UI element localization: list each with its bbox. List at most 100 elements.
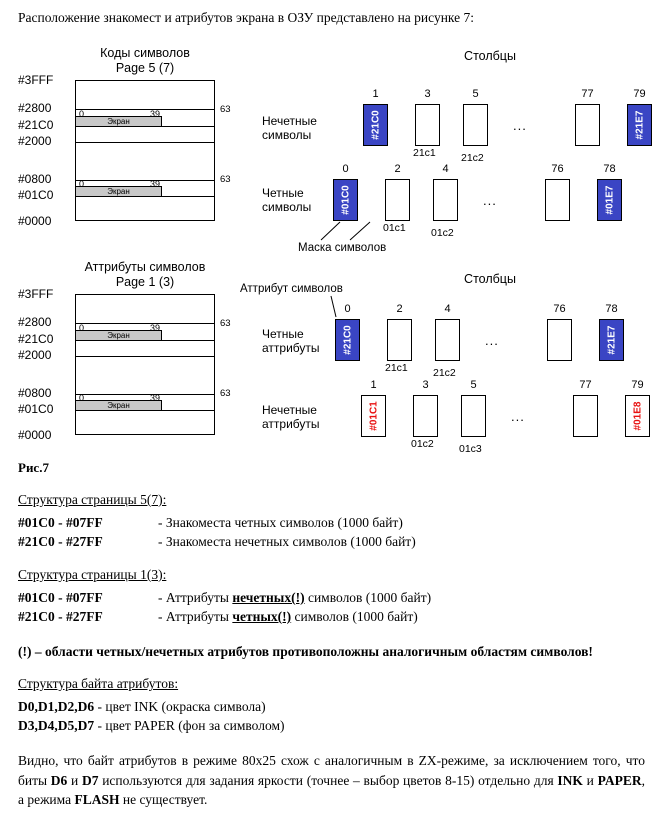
column-number: 5 bbox=[472, 88, 479, 100]
cell-address: #21E7 bbox=[634, 110, 645, 140]
column-number: 79 bbox=[631, 379, 644, 391]
address-range-row: #21C0 - #27FF - Знакоместа нечетных симв… bbox=[18, 532, 645, 551]
memmap-address: #21C0 bbox=[18, 332, 54, 346]
column-number: 78 bbox=[605, 303, 618, 315]
screen-region-bar: Экран bbox=[75, 330, 162, 341]
figure-caption: Рис.7 bbox=[18, 460, 49, 475]
column-number: 5 bbox=[470, 379, 477, 391]
columns-row-odd-symbols: 1 3 5 77 79 #21C0 ... #21E7 21c1 21c2 bbox=[363, 88, 655, 168]
memmap-divider bbox=[76, 394, 214, 395]
column-cell bbox=[413, 395, 438, 437]
screen-region-bar: Экран bbox=[75, 186, 162, 197]
warning-note: (!) – области четных/нечетных атрибутов … bbox=[18, 644, 593, 659]
attr-pointer-label: Аттрибут символов bbox=[240, 283, 343, 295]
column-cell bbox=[385, 179, 410, 221]
column-cell-addressed: #21C0 bbox=[335, 319, 360, 361]
columns-row-odd-attrs: 1 3 5 77 79 #01C1 ... #01E8 01c2 01c3 bbox=[361, 379, 653, 459]
address-range-desc: - Аттрибуты четных(!) символов (1000 бай… bbox=[158, 609, 418, 624]
cell-address-label: 21c2 bbox=[433, 367, 456, 379]
cell-address: #01C1 bbox=[368, 401, 379, 431]
memmap-address: #21C0 bbox=[18, 118, 54, 132]
column-cell-addressed: #21E7 bbox=[627, 104, 652, 146]
column-cell bbox=[435, 319, 460, 361]
cell-address: #01C0 bbox=[340, 185, 351, 215]
row-label-line: Нечетные bbox=[262, 403, 317, 417]
ellipsis: ... bbox=[483, 193, 497, 208]
memmap-divider bbox=[76, 180, 214, 181]
column-number: 79 bbox=[633, 88, 646, 100]
memmap-divider bbox=[76, 109, 214, 110]
column-number: 0 bbox=[342, 163, 349, 175]
column-number: 78 bbox=[603, 163, 616, 175]
memmap-address: #2000 bbox=[18, 134, 52, 148]
columns-row-even-attrs: 0 2 4 76 78 #21C0 ... #21E7 21c1 21c2 bbox=[335, 303, 627, 383]
columns-title: Столбцы bbox=[464, 49, 516, 63]
closing-paragraph: Видно, что байт атрибутов в режиме 80x25… bbox=[18, 753, 645, 808]
col-last-label: 39 bbox=[149, 393, 160, 403]
col-max-label: 63 bbox=[220, 318, 231, 329]
memmap-address: #0000 bbox=[18, 214, 52, 228]
address-range: #21C0 - #27FF bbox=[18, 534, 103, 549]
column-cell bbox=[387, 319, 412, 361]
memmap-divider bbox=[76, 323, 214, 324]
columns-row-even-symbols: 0 2 4 76 78 #01C0 ... #01E7 01c1 01c2 bbox=[333, 163, 625, 243]
memmap-address: #0800 bbox=[18, 172, 52, 186]
column-number: 1 bbox=[370, 379, 377, 391]
row-label-odd-symbols: Нечетные символы bbox=[262, 114, 317, 142]
col-last-label: 39 bbox=[149, 109, 160, 119]
cell-address-label: 01c1 bbox=[383, 222, 406, 234]
memmap-address: #0800 bbox=[18, 386, 52, 400]
cell-address: #01E7 bbox=[604, 185, 615, 215]
row-label-even-symbols: Четные символы bbox=[262, 186, 311, 214]
memmap-attrs-subtitle: Page 1 (3) bbox=[115, 275, 175, 289]
memmap-address: #01C0 bbox=[18, 402, 54, 416]
row-label-line: Нечетные bbox=[262, 114, 317, 128]
col-first-label: 0 bbox=[79, 109, 85, 119]
cell-address-label: 21c2 bbox=[461, 152, 484, 164]
cell-address: #01E8 bbox=[632, 401, 643, 431]
column-number: 76 bbox=[553, 303, 566, 315]
memmap-attrs-title: Аттрибуты символов bbox=[84, 260, 206, 274]
address-range-row: #21C0 - #27FF - Аттрибуты четных(!) симв… bbox=[18, 607, 645, 626]
row-label-line: символы bbox=[262, 128, 312, 142]
column-cell bbox=[547, 319, 572, 361]
section-heading: Структура байта атрибутов: bbox=[18, 676, 179, 691]
column-number: 3 bbox=[422, 379, 429, 391]
column-cell-addressed: #01C0 bbox=[333, 179, 358, 221]
screen-region-bar: Экран bbox=[75, 400, 162, 411]
cell-address: #21E7 bbox=[606, 325, 617, 355]
address-range-desc: - Аттрибуты нечетных(!) символов (1000 б… bbox=[158, 590, 432, 605]
column-number: 0 bbox=[344, 303, 351, 315]
column-cell-addressed: #21C0 bbox=[363, 104, 388, 146]
memmap-divider bbox=[76, 142, 214, 143]
cell-address: #21C0 bbox=[370, 110, 381, 140]
row-label-line: Четные bbox=[262, 327, 304, 341]
column-cell bbox=[573, 395, 598, 437]
address-range: #01C0 - #07FF bbox=[18, 515, 103, 530]
attr-bits-line: D3,D4,D5,D7 - цвет PAPER (фон за символо… bbox=[18, 718, 285, 733]
cell-address-label: 01c3 bbox=[459, 443, 482, 455]
row-label-line: символы bbox=[262, 200, 312, 214]
address-range-desc: - Знакоместа нечетных символов (1000 бай… bbox=[158, 534, 416, 549]
cell-address: #21C0 bbox=[342, 325, 353, 355]
row-label-odd-attrs: Нечетные аттрибуты bbox=[262, 403, 320, 431]
column-cell bbox=[575, 104, 600, 146]
col-first-label: 0 bbox=[79, 323, 85, 333]
col-max-label: 63 bbox=[220, 174, 231, 185]
memmap-address: #2800 bbox=[18, 101, 52, 115]
cell-address-label: 01c2 bbox=[431, 227, 454, 239]
address-range-row: #01C0 - #07FF - Знакоместа четных символ… bbox=[18, 513, 645, 532]
col-last-label: 39 bbox=[149, 179, 160, 189]
ellipsis: ... bbox=[511, 409, 525, 424]
memmap-codes-title: Коды символов bbox=[100, 46, 190, 60]
column-number: 2 bbox=[396, 303, 403, 315]
section-heading: Структура страницы 5(7): bbox=[18, 492, 167, 507]
memmap-address: #3FFF bbox=[18, 287, 54, 301]
column-cell bbox=[433, 179, 458, 221]
col-max-label: 63 bbox=[220, 388, 231, 399]
address-range: #01C0 - #07FF bbox=[18, 590, 103, 605]
section-heading: Структура страницы 1(3): bbox=[18, 567, 167, 582]
section-page1: Структура страницы 1(3): #01C0 - #07FF -… bbox=[18, 567, 645, 626]
column-number: 4 bbox=[442, 163, 449, 175]
